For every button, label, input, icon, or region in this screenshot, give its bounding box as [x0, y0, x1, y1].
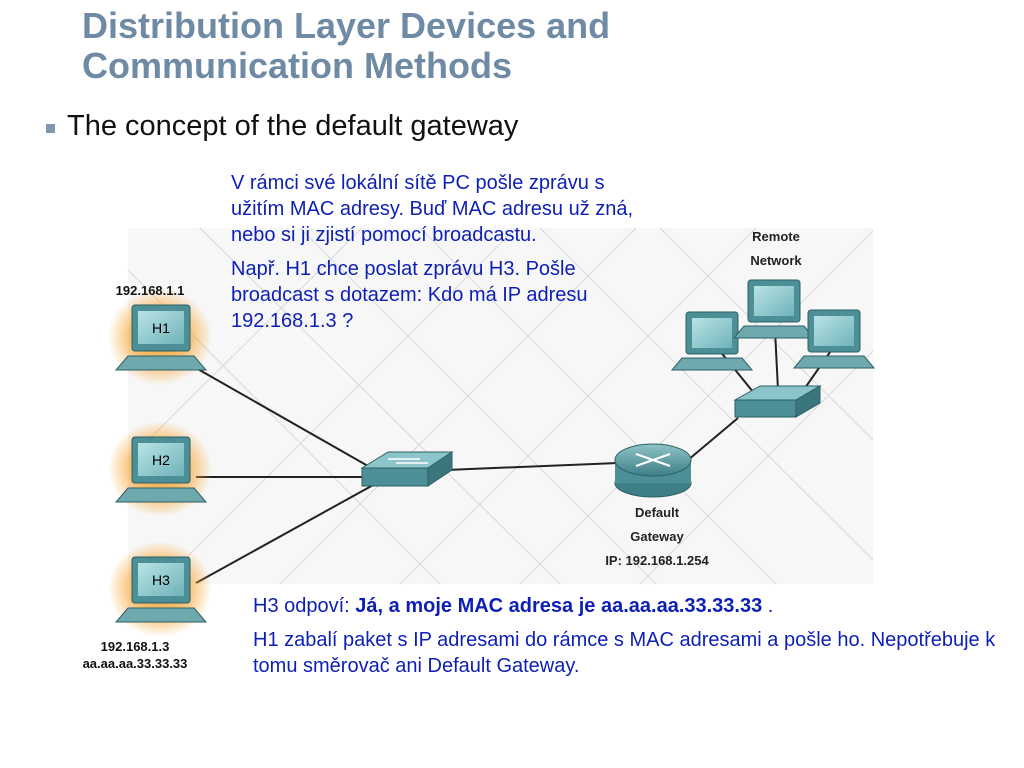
remote-switch-icon[interactable] — [733, 385, 822, 418]
remote-pc-middle[interactable] — [732, 279, 816, 339]
callout-top-paragraph-2: Např. H1 chce poslat zprávu H3. Pošle br… — [231, 258, 588, 332]
host-h2-label: H2 — [152, 452, 170, 468]
host-h3-ip: 192.168.1.3 — [100, 639, 170, 654]
gateway-label-line1: Default — [635, 505, 680, 520]
slide-title: Distribution Layer Devices and Communica… — [82, 5, 611, 86]
remote-network-label-line2: Network — [750, 253, 802, 268]
bullet-item: The concept of the default gateway — [46, 110, 518, 143]
callout-bottom-paragraph-1: H3 odpoví: Já, a moje MAC adresa je aa.a… — [253, 593, 1013, 619]
remote-pc-left[interactable] — [670, 311, 754, 371]
host-h1-ip: 192.168.1.1 — [115, 283, 185, 298]
host-h3-label: H3 — [152, 572, 170, 588]
host-h2[interactable]: H2 — [108, 421, 212, 517]
host-h3[interactable]: H3 — [108, 541, 212, 637]
callout-top: V rámci své lokální sítě PC pošle zprávu… — [231, 170, 661, 334]
router-icon[interactable] — [614, 443, 692, 498]
network-links — [195, 329, 836, 584]
bullet-text: The concept of the default gateway — [67, 110, 519, 142]
gateway-label-line2: Gateway — [630, 529, 684, 544]
remote-pc-right[interactable] — [792, 309, 876, 369]
gateway-ip-label: IP: 192.168.1.254 — [605, 553, 709, 568]
switch-icon[interactable] — [360, 451, 454, 487]
callout-bottom-paragraph-2: H1 zabalí paket s IP adresami do rámce s… — [253, 629, 996, 677]
reply-suffix: . — [762, 595, 774, 617]
remote-network-label-line1: Remote — [752, 229, 800, 244]
callout-top-paragraph-1: V rámci své lokální sítě PC pošle zprávu… — [231, 172, 634, 246]
host-h1[interactable]: H1 — [108, 289, 212, 385]
reply-prefix: H3 odpoví: — [253, 595, 356, 617]
reply-mac-statement: Já, a moje MAC adresa je aa.aa.aa.33.33.… — [355, 595, 763, 617]
bullet-square-icon — [46, 124, 55, 133]
callout-bottom: H3 odpoví: Já, a moje MAC adresa je aa.a… — [253, 593, 1013, 679]
host-h3-mac: aa.aa.aa.33.33.33 — [82, 656, 188, 671]
host-h1-label: H1 — [152, 320, 170, 336]
